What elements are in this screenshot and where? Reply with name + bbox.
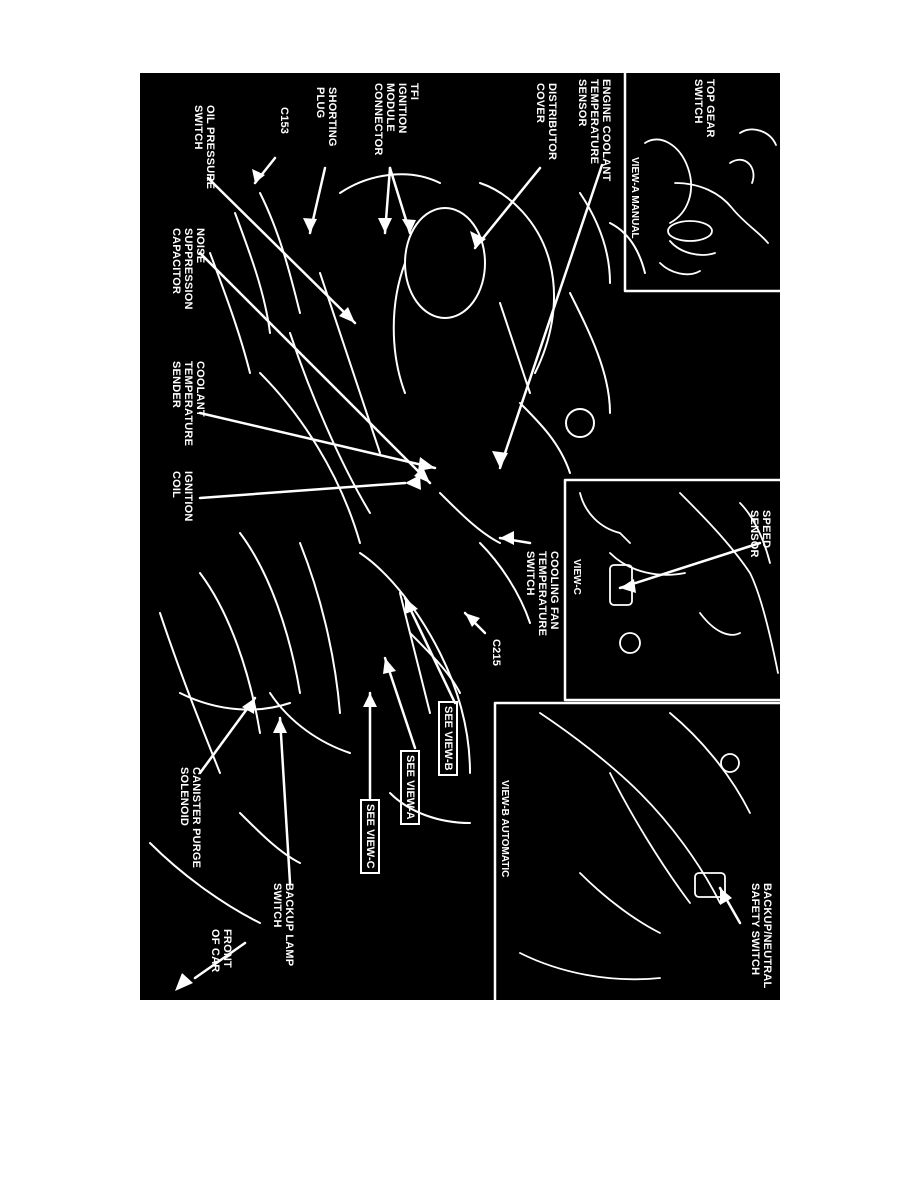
label-view-b-automatic: VIEW-B AUTOMATIC bbox=[499, 780, 510, 878]
label-front-of-car: FRONT OF CAR bbox=[209, 929, 233, 973]
inset-frames bbox=[493, 73, 780, 1000]
label-ignition-coil: IGNITION COIL bbox=[170, 471, 194, 522]
engine-diagram-artwork bbox=[149, 73, 780, 1000]
view-b-frame bbox=[493, 701, 780, 1000]
label-engine-coolant-temperature-sensor: ENGINE COOLANT TEMPERATURE SENSOR bbox=[576, 79, 612, 182]
label-shorting-plug: SHORTING PLUG bbox=[314, 87, 338, 147]
leader-coolant-sender bbox=[198, 411, 437, 470]
leader-oil-pressure bbox=[206, 176, 357, 325]
diagram-panel: TOP GEAR SWITCH VIEW-A MANUAL ENGINE COO… bbox=[140, 73, 780, 1000]
leader-backup-lamp bbox=[278, 716, 292, 885]
label-c153: C153 bbox=[278, 107, 290, 135]
label-canister-purge-solenoid: CANISTER PURGE SOLENOID bbox=[178, 767, 202, 869]
label-see-view-b: SEE VIEW-B bbox=[438, 701, 458, 776]
label-oil-pressure-switch: OIL PRESSURE SWITCH bbox=[192, 105, 216, 190]
label-c215: C215 bbox=[490, 639, 502, 667]
label-speed-sensor: SPEED SENSOR bbox=[748, 510, 772, 558]
label-backup-neutral-safety-switch: BACKUP/NEUTRAL SAFETY SWITCH bbox=[749, 883, 773, 989]
view-a-artwork bbox=[644, 128, 777, 276]
view-b-artwork bbox=[519, 712, 751, 981]
engine-main-artwork bbox=[149, 173, 646, 924]
label-see-view-a: SEE VIEW-A bbox=[400, 750, 420, 825]
leader-engine-coolant-sensor bbox=[498, 163, 604, 470]
label-coolant-temperature-sender: COOLANT TEMPERATURE SENDER bbox=[170, 361, 206, 447]
leader-see-view-b bbox=[403, 596, 457, 705]
leader-see-view-a bbox=[383, 656, 417, 750]
leader-front-of-car bbox=[193, 941, 247, 980]
label-noise-suppression-capacitor: NOISE SUPPRESSION CAPACITOR bbox=[170, 228, 206, 310]
view-a-frame bbox=[623, 73, 780, 293]
view-c-frame bbox=[563, 478, 780, 702]
leader-canister-purge bbox=[198, 696, 257, 775]
leader-noise-capacitor bbox=[198, 251, 432, 485]
leader-speed-sensor bbox=[618, 541, 762, 590]
label-cooling-fan-temperature-switch: COOLING FAN TEMPERATURE SWITCH bbox=[524, 551, 560, 637]
label-backup-lamp-switch: BACKUP LAMP SWITCH bbox=[271, 883, 295, 967]
label-top-gear-switch: TOP GEAR SWITCH bbox=[692, 79, 716, 138]
label-view-c: VIEW-C bbox=[571, 559, 582, 595]
leader-distributor-cover bbox=[473, 166, 542, 250]
label-tfi-ignition-module-connector: TFI IGNITION MODULE CONNECTOR bbox=[372, 83, 420, 156]
label-see-view-c: SEE VIEW-C bbox=[360, 799, 380, 874]
label-view-a-manual: VIEW-A MANUAL bbox=[629, 157, 640, 239]
label-distributor-cover: DISTRIBUTOR COVER bbox=[534, 83, 558, 161]
leader-lines bbox=[193, 156, 762, 980]
arrowheads bbox=[175, 169, 732, 991]
leader-ignition-coil bbox=[198, 481, 407, 500]
